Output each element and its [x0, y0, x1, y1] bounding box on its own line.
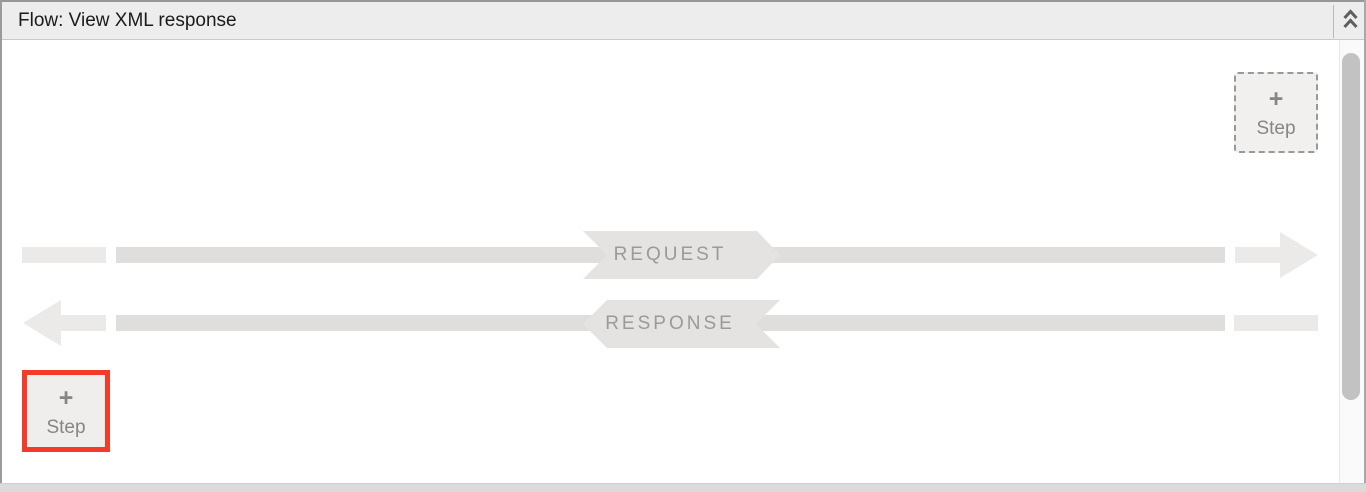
add-step-label: Step — [46, 416, 86, 438]
add-step-button-response[interactable]: + Step — [22, 370, 110, 452]
request-banner-shape — [583, 231, 780, 279]
panel-header: Flow: View XML response — [2, 2, 1364, 40]
add-step-button-request[interactable]: + Step — [1234, 72, 1318, 153]
response-arrow-left-icon — [23, 300, 106, 346]
header-divider — [1333, 5, 1334, 38]
plus-icon: + — [1268, 85, 1284, 113]
response-flow-end-segment — [1234, 315, 1318, 331]
request-arrow-right-icon — [1235, 232, 1318, 278]
add-step-label: Step — [1256, 118, 1296, 139]
request-banner: REQUEST — [583, 231, 780, 279]
response-banner-shape — [583, 300, 780, 348]
window-border-left — [0, 0, 2, 492]
response-label: RESPONSE — [605, 313, 735, 334]
request-flow-start-segment — [22, 247, 106, 263]
response-banner: RESPONSE — [583, 300, 780, 348]
vertical-scrollbar-thumb[interactable] — [1342, 53, 1360, 400]
window-bottom-strip — [0, 483, 1366, 492]
plus-icon: + — [58, 383, 74, 412]
request-label: REQUEST — [613, 244, 727, 265]
window-border-top — [0, 0, 1366, 2]
chevron-double-up-icon — [1342, 8, 1359, 36]
collapse-panel-button[interactable] — [1337, 8, 1363, 36]
window-border-right — [1364, 0, 1366, 492]
panel-title: Flow: View XML response — [18, 10, 237, 31]
